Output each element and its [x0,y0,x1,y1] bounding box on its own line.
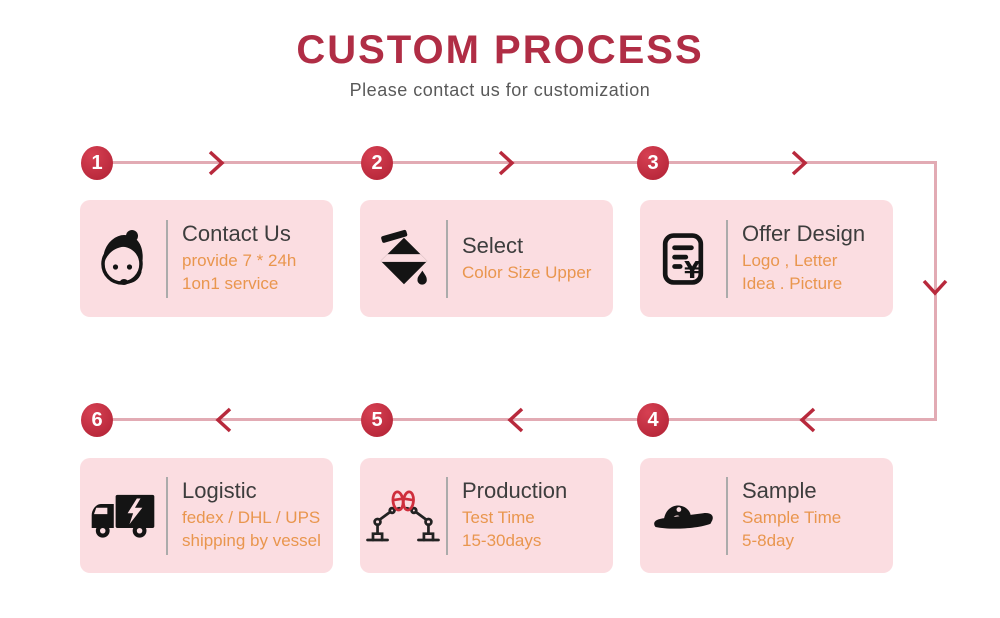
design-document-icon: ¥ [640,229,726,289]
card-divider [726,476,728,555]
step-card-select: Select Color Size Upper [360,200,613,317]
arrow-left-icon [507,407,524,433]
step-card-sample: Sample Sample Time 5-8day [640,458,893,573]
page-title: CUSTOM PROCESS [296,28,704,72]
step-detail-line: Sample Time [742,508,842,528]
card-divider [446,476,448,555]
flow-line-bottom [97,418,937,421]
step-detail-line: fedex / DHL / UPS [182,508,321,528]
step-card-logistic: Logistic fedex / DHL / UPS shipping by v… [80,458,333,573]
step-detail-line: Idea . Picture [742,274,843,293]
card-divider [446,219,448,298]
step-title: Sample [742,478,817,504]
card-divider [726,219,728,298]
arrow-right-icon [791,150,808,176]
step-number-4: 4 [637,403,669,437]
arrow-left-icon [215,407,232,433]
step-card-offer-design: ¥ Offer Design Logo , Letter Idea . Pict… [640,200,893,317]
svg-text:¥: ¥ [684,255,701,283]
step-detail-line: 1on1 service [182,274,279,293]
arrow-left-icon [799,407,816,433]
arrow-right-icon [498,150,515,176]
paint-bucket-icon [360,228,446,290]
step-title: Logistic [182,478,257,504]
step-detail-line: Color Size Upper [462,262,592,282]
slipper-icon [640,497,726,534]
step-number-1: 1 [81,146,113,180]
arrow-right-icon [208,150,225,176]
robot-arms-icon [360,487,446,544]
step-number-2: 2 [361,146,393,180]
step-detail-line: Test Time [462,508,535,528]
step-number-5: 5 [361,403,393,437]
step-number-6: 6 [81,403,113,437]
step-detail-line: provide 7 * 24h [182,251,297,271]
step-title: Offer Design [742,221,866,247]
card-divider [166,219,168,298]
step-detail-line: 15-30days [462,531,542,550]
customer-service-agent-icon [80,227,166,291]
step-detail-line: 5-8day [742,531,794,550]
step-title: Production [462,478,568,504]
step-title: Contact Us [182,221,291,247]
step-number-3: 3 [637,146,669,180]
step-card-contact-us: Contact Us provide 7 * 24h 1on1 service [80,200,333,317]
step-title: Select [462,232,524,258]
flow-line-top [97,161,937,164]
delivery-truck-icon [80,490,166,542]
arrow-down-icon [922,279,948,296]
step-detail-line: Logo , Letter [742,251,838,271]
step-detail-line: shipping by vessel [182,531,321,550]
step-card-production: Production Test Time 15-30days [360,458,613,573]
card-divider [166,476,168,555]
page-subtitle: Please contact us for customization [349,80,651,100]
